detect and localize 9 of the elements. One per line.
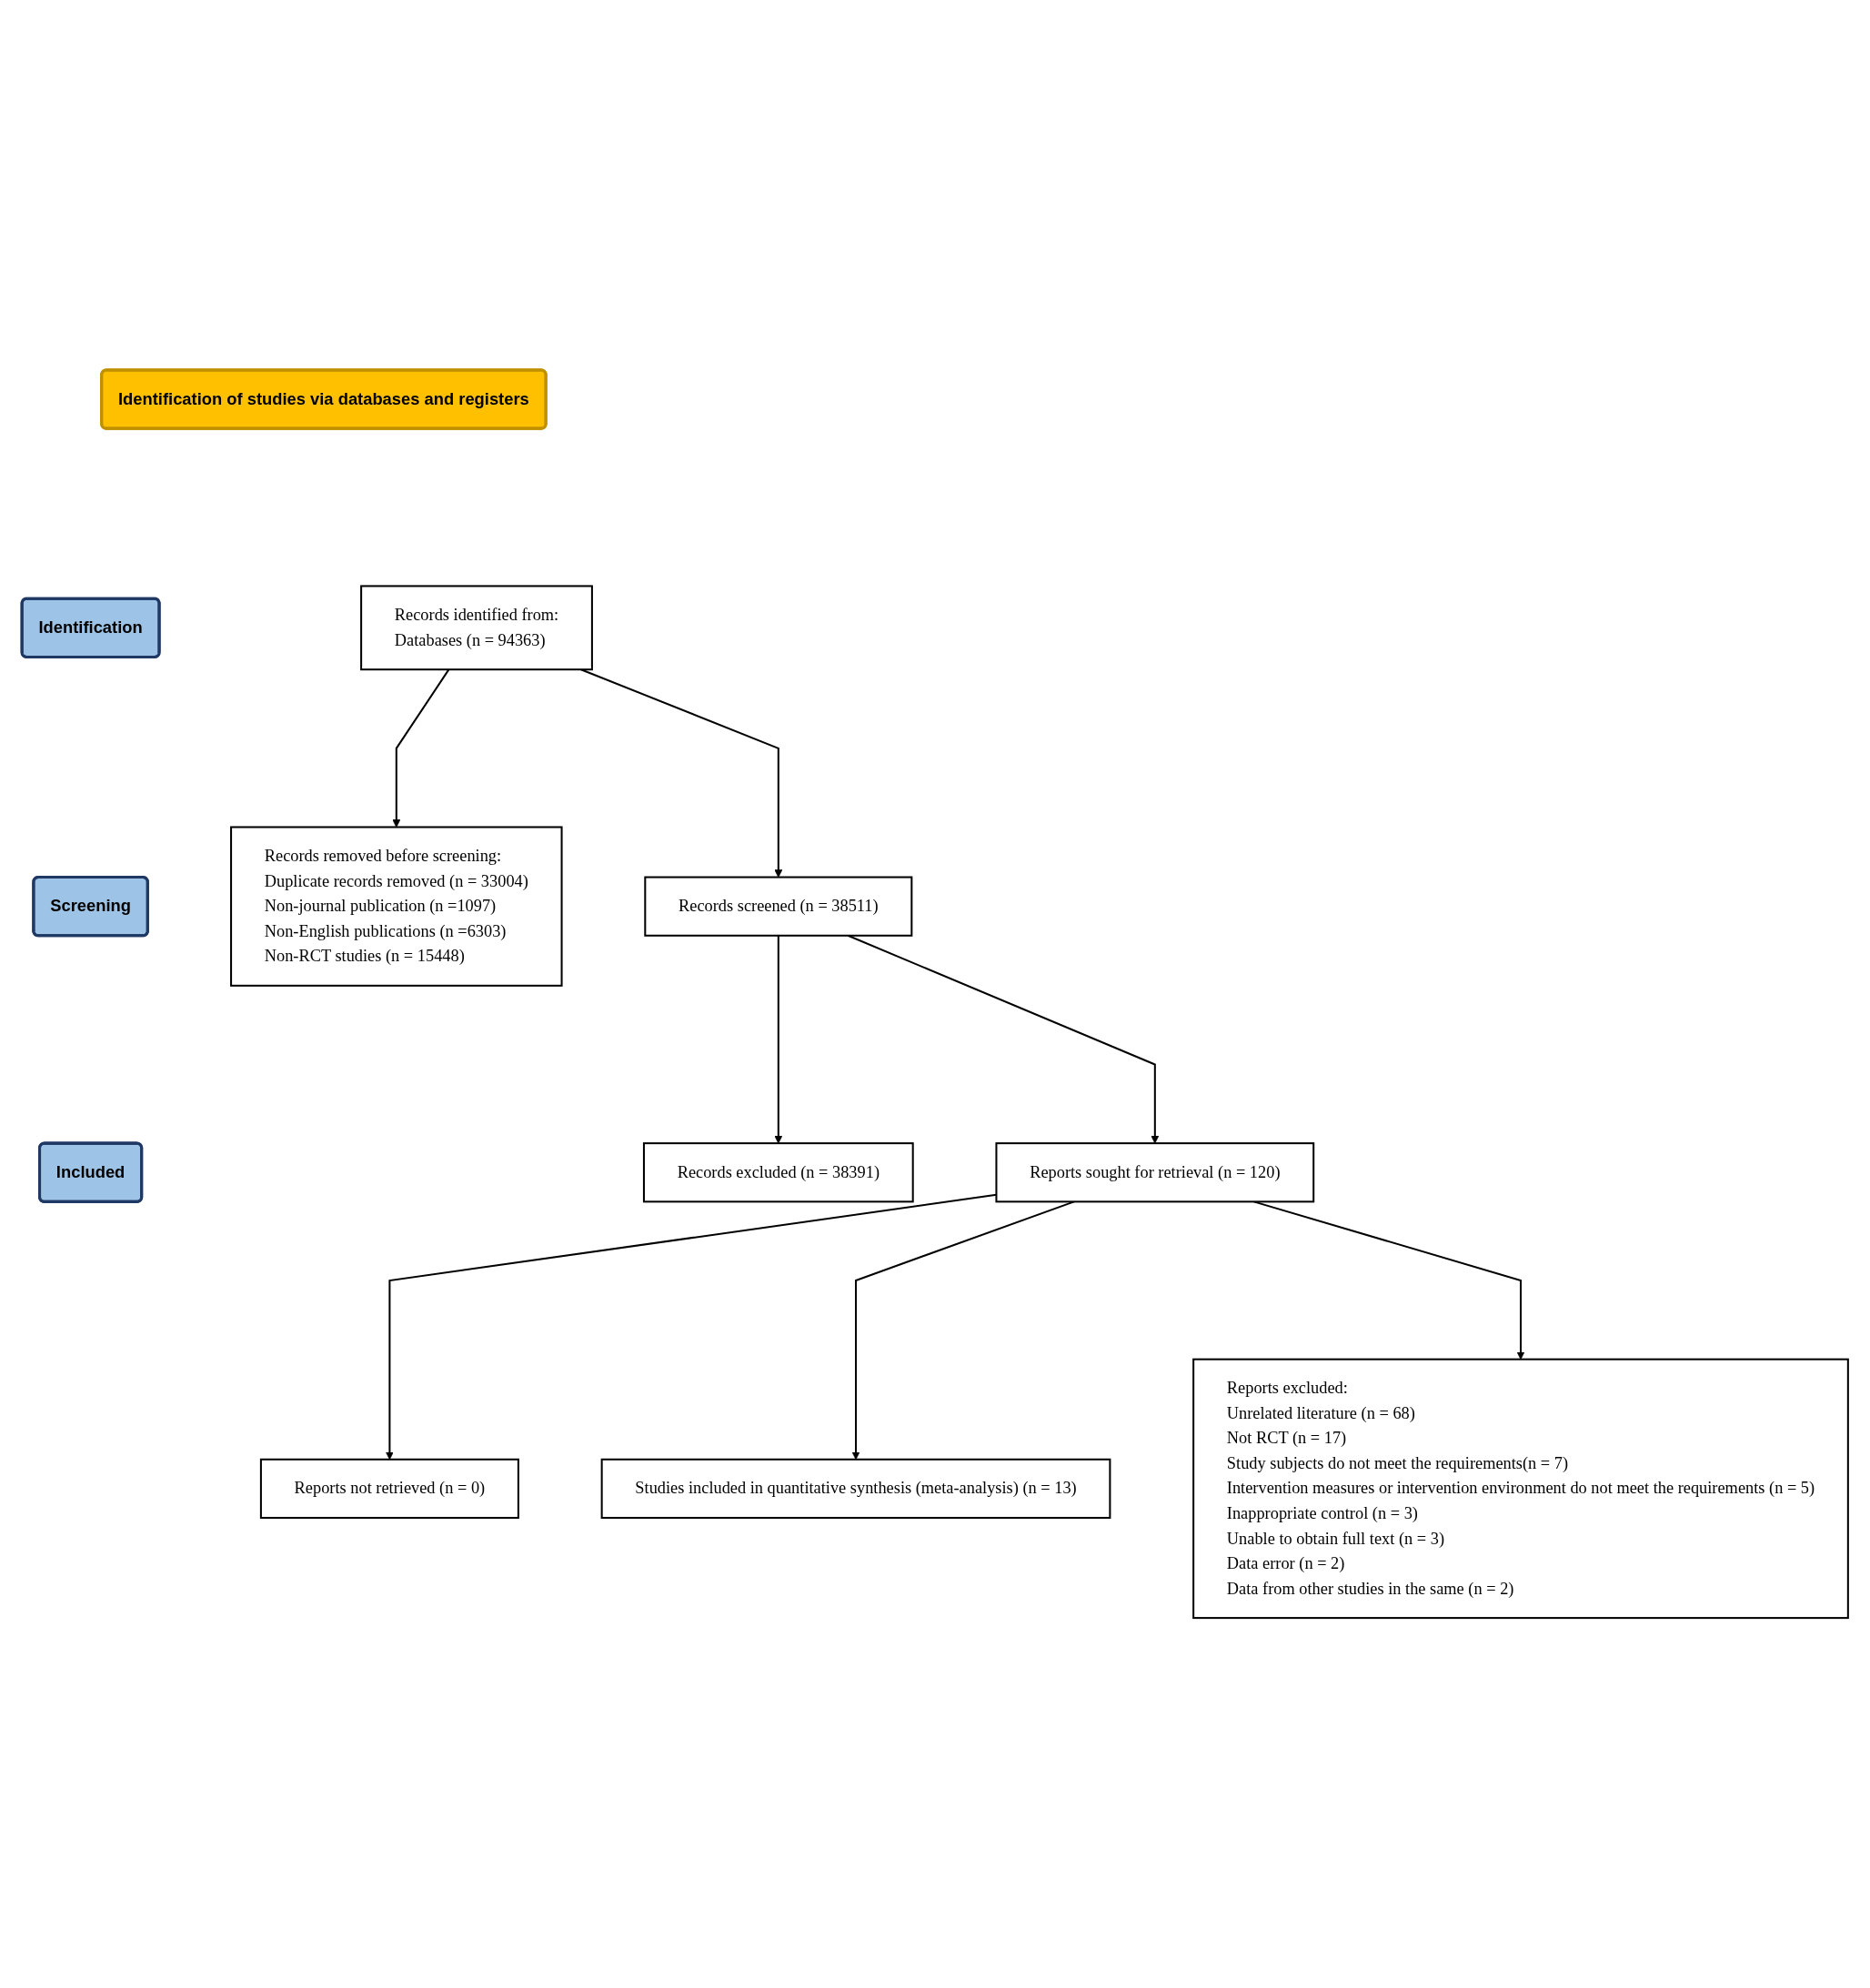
node-box: Records identified from: Databases (n = 94363) xyxy=(360,585,593,671)
arrow xyxy=(774,935,783,1144)
node-box: Reports not retrieved (n = 0) xyxy=(259,1458,519,1519)
node-box: Reports excluded: Unrelated literature (n = 68) Not RCT (n = 17) Study subjects do not meet the requirements(n = 7) Intervention measures or intervention environment do not meet the requirements (n = 5) Inappropriate control (n = 3) Unable to obtain full text (n = 3) Data error (n = 2) Data from other studies in the same (n = 2) xyxy=(1192,1358,1849,1620)
node-box: Records screened (n = 38511) xyxy=(644,876,913,937)
node-box: Reports sought for retrieval (n = 120) xyxy=(995,1142,1315,1203)
node-box: Records excluded (n = 38391) xyxy=(642,1142,914,1203)
node-box: Studies included in quantitative synthesis (meta-analysis) (n = 13) xyxy=(600,1458,1111,1519)
node-box: Records removed before screening: Duplicate records removed (n = 33004) Non-journal publication (n =1097) Non-English publications (n =6303) Non-RCT studies (n = 15448) xyxy=(230,826,563,987)
